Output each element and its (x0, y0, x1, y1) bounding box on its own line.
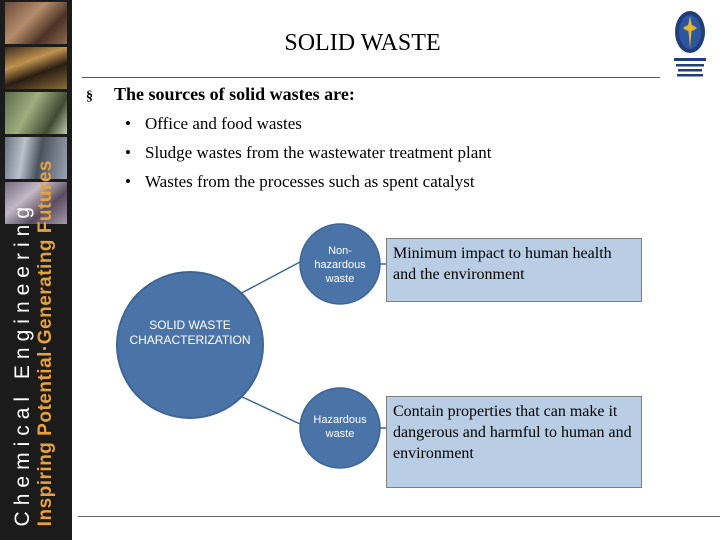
hazardous-circle (299, 387, 381, 469)
sources-heading-text: The sources of solid wastes are: (114, 84, 355, 104)
bullet-text: Sludge wastes from the wastewater treatm… (145, 143, 492, 162)
center-circle (116, 271, 264, 419)
connector-hazardous (235, 393, 301, 425)
bullet-text: Wastes from the processes such as spent … (145, 172, 475, 191)
bullet-item: • Wastes from the processes such as spent… (125, 172, 475, 192)
sidebar-photo-1 (5, 2, 67, 47)
bullet-item: • Sludge wastes from the wastewater treat… (125, 143, 492, 163)
sidebar-photo-4 (5, 137, 67, 182)
title-divider (82, 77, 660, 78)
footer-divider (78, 516, 720, 517)
hazardous-description: Contain properties that can make it dang… (393, 403, 632, 462)
bullet-item: • Office and food wastes (125, 114, 302, 134)
university-logo (674, 11, 706, 77)
hazardous-label: Hazardous waste (313, 414, 367, 441)
connector-nonhazardous (235, 261, 301, 297)
nonhazardous-description: Minimum impact to human health and the e… (393, 245, 612, 283)
center-circle-label: SOLID WASTE CHARACTERIZATION (129, 318, 251, 348)
nonhazardous-circle (299, 223, 381, 305)
left-sidebar: Chemical Engineering Inspiring Potential… (0, 0, 72, 540)
bullet-dot-icon: • (125, 172, 131, 191)
hazardous-description-box: Contain properties that can make it dang… (386, 396, 642, 488)
photo-strip (5, 0, 67, 238)
slide-title: SOLID WASTE (284, 30, 441, 56)
nonhazardous-description-box: Minimum impact to human health and the e… (386, 238, 642, 302)
sources-heading: § The sources of solid wastes are: (86, 84, 355, 105)
bullet-dot-icon: • (125, 114, 131, 133)
nonhazardous-label: Non-hazardous waste (314, 245, 366, 286)
square-bullet-icon: § (86, 89, 93, 104)
sidebar-photo-5 (5, 182, 67, 227)
sidebar-photo-3 (5, 92, 67, 137)
sidebar-photo-2 (5, 47, 67, 92)
bullet-dot-icon: • (125, 143, 131, 162)
bullet-text: Office and food wastes (145, 114, 302, 133)
